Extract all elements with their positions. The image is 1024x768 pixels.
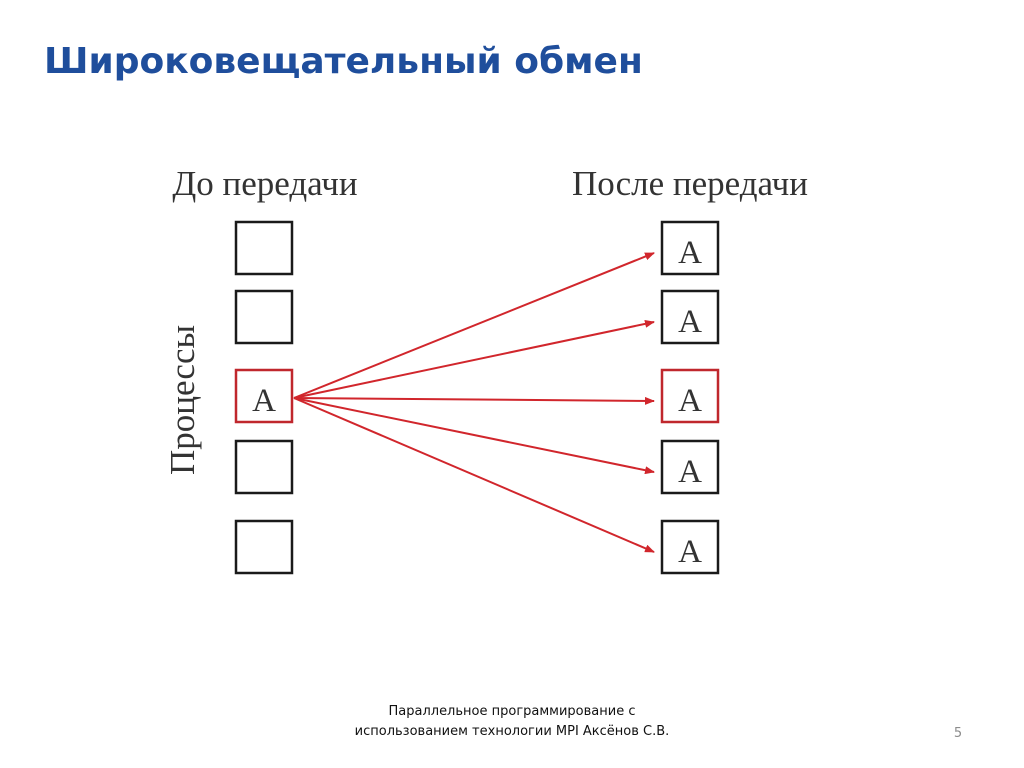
broadcast-arrow-0 — [293, 252, 655, 399]
broadcast-arrow-1 — [293, 319, 655, 399]
slide-title: Широковещательный обмен — [44, 41, 643, 82]
before-transfer-label: До передачи — [172, 164, 357, 203]
after-process-box-0 — [660, 220, 720, 276]
after-transfer-label: После передачи — [572, 164, 808, 203]
page-number: 5 — [953, 726, 963, 741]
after-process-message-0: A — [678, 235, 702, 271]
before-process-box-1 — [234, 289, 294, 345]
arrows-group — [293, 252, 655, 553]
after-process-message-2: A — [678, 383, 702, 419]
before-process-box-4 — [234, 519, 294, 575]
before-process-box-0 — [234, 220, 294, 276]
before-process-box-2 — [234, 368, 294, 424]
after-process-message-1: A — [678, 304, 702, 340]
before-process-message-2: A — [252, 383, 276, 419]
after-process-message-3: A — [678, 454, 702, 490]
before-boxes-group: A — [234, 220, 294, 575]
after-process-message-4: A — [678, 534, 702, 570]
broadcast-arrow-2 — [293, 396, 655, 405]
broadcast-arrow-3 — [293, 397, 655, 475]
after-process-box-2 — [660, 368, 720, 424]
processes-axis-label: Процессы — [163, 325, 202, 475]
after-process-box-1 — [660, 289, 720, 345]
after-process-box-3 — [660, 439, 720, 495]
before-process-box-3 — [234, 439, 294, 495]
footer-text: Параллельное программирование с использо… — [354, 704, 670, 739]
broadcast-arrow-4 — [293, 397, 655, 553]
after-process-box-4 — [660, 519, 720, 575]
